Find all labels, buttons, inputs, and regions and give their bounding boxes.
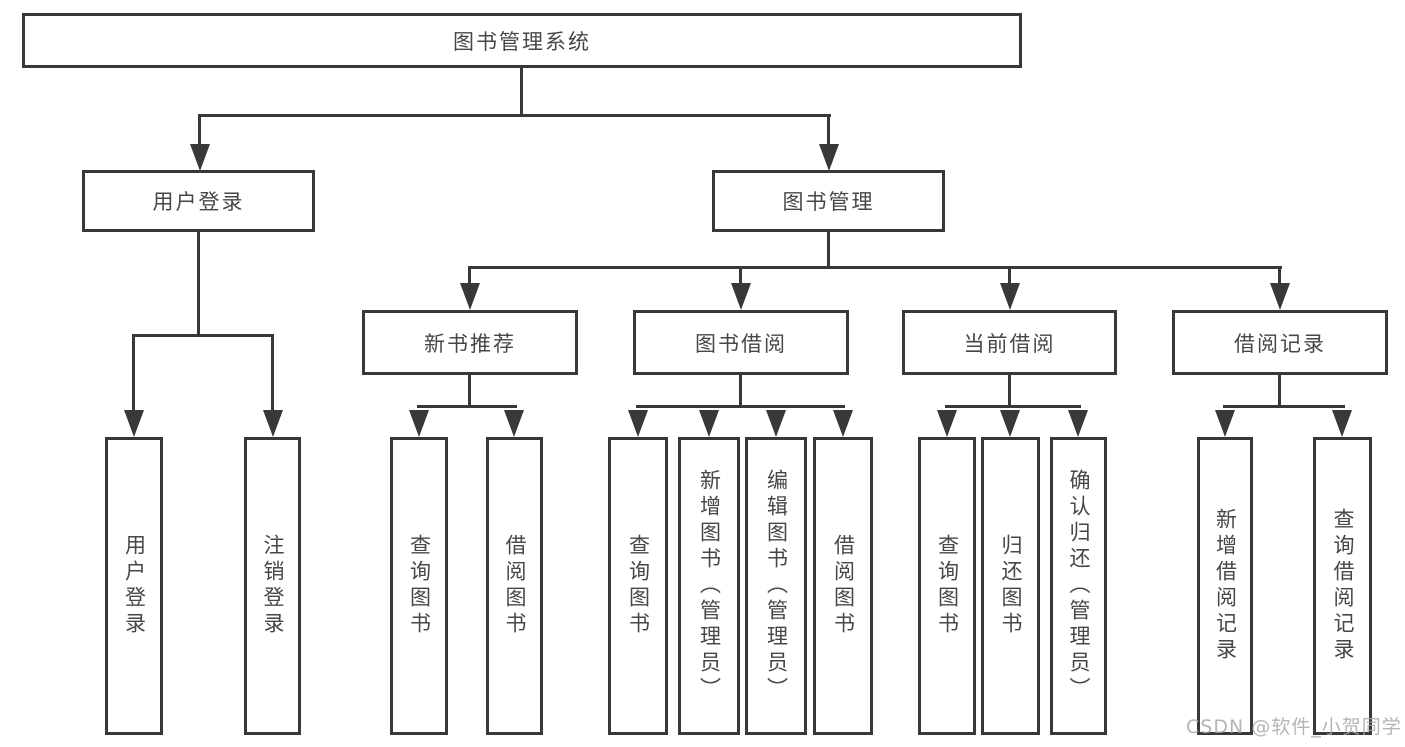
- leaf-label: 查询图书: [935, 534, 960, 638]
- connector-to-leaf-logout: [271, 334, 274, 412]
- leaf-user-login: 用户登录: [105, 437, 163, 735]
- leaf-label: 新增借阅记录: [1213, 508, 1238, 664]
- connector-borrowing-records-stem: [1278, 375, 1281, 408]
- leaf-label: 归还图书: [999, 534, 1023, 638]
- node-book-management: 图书管理: [712, 170, 945, 232]
- connector-to-borrowing-records: [1278, 266, 1281, 286]
- leaf-confirm-return-admin: 确认归还（管理员）: [1050, 437, 1107, 735]
- leaf-borrow-books-recommend: 借阅图书: [486, 437, 543, 735]
- connector-to-user-login: [198, 114, 201, 146]
- arrow-down-icon: [833, 410, 853, 437]
- connector-to-new-book: [468, 266, 471, 286]
- connector-current-borrowing-branch: [945, 405, 1081, 408]
- connector-book-management-branch: [468, 266, 1282, 269]
- connector-to-book-management: [827, 114, 830, 146]
- arrow-down-icon: [1000, 283, 1020, 310]
- connector-borrowing-records-branch: [1223, 405, 1345, 408]
- leaf-return-books: 归还图书: [981, 437, 1040, 735]
- leaf-search-borrow-record: 查询借阅记录: [1313, 437, 1372, 735]
- connector-book-borrowing-stem: [739, 375, 742, 408]
- connector-book-borrowing-branch: [636, 405, 845, 408]
- leaf-label: 借阅图书: [831, 534, 856, 638]
- connector-current-borrowing-stem: [1008, 375, 1011, 408]
- csdn-watermark: CSDN @软件_小贺同学: [1186, 716, 1402, 738]
- node-user-login: 用户登录: [82, 170, 315, 232]
- arrow-down-icon: [1270, 283, 1290, 310]
- connector-to-book-borrowing: [739, 266, 742, 286]
- connector-to-leaf-user-login: [132, 334, 135, 412]
- arrow-down-icon: [460, 283, 480, 310]
- node-borrowing-records: 借阅记录: [1172, 310, 1388, 375]
- leaf-label: 新增图书（管理员）: [697, 469, 722, 703]
- connector-book-management-stem: [827, 232, 830, 269]
- arrow-down-icon: [190, 144, 210, 171]
- connector-user-login-branch: [132, 334, 274, 337]
- leaf-label: 借阅图书: [503, 534, 527, 638]
- leaf-label: 确认归还（管理员）: [1067, 469, 1091, 703]
- leaf-edit-book-admin: 编辑图书（管理员）: [745, 437, 807, 735]
- leaf-add-book-admin: 新增图书（管理员）: [678, 437, 740, 735]
- leaf-logout: 注销登录: [244, 437, 301, 735]
- connector-to-current-borrowing: [1008, 266, 1011, 286]
- leaf-add-borrow-record: 新增借阅记录: [1197, 437, 1253, 735]
- leaf-label: 查询借阅记录: [1331, 508, 1355, 664]
- leaf-label: 用户登录: [122, 534, 147, 638]
- arrow-down-icon: [1000, 410, 1020, 437]
- connector-new-book-branch: [417, 405, 517, 408]
- arrow-down-icon: [1215, 410, 1235, 437]
- leaf-search-books-current: 查询图书: [918, 437, 976, 735]
- connector-new-book-stem: [468, 375, 471, 408]
- leaf-label: 查询图书: [407, 534, 432, 638]
- leaf-search-books-recommend: 查询图书: [390, 437, 448, 735]
- leaf-search-books-borrowing: 查询图书: [608, 437, 668, 735]
- leaf-borrow-books-borrowing: 借阅图书: [813, 437, 873, 735]
- leaf-label: 查询图书: [626, 534, 651, 638]
- arrow-down-icon: [731, 283, 751, 310]
- node-new-book-recommendation: 新书推荐: [362, 310, 578, 375]
- arrow-down-icon: [819, 144, 839, 171]
- arrow-down-icon: [263, 410, 283, 437]
- arrow-down-icon: [124, 410, 144, 437]
- arrow-down-icon: [699, 410, 719, 437]
- connector-root-branch: [198, 114, 831, 117]
- connector-root-stem: [520, 68, 523, 117]
- connector-user-login-stem: [197, 232, 200, 337]
- arrow-down-icon: [766, 410, 786, 437]
- arrow-down-icon: [1332, 410, 1352, 437]
- leaf-label: 注销登录: [261, 534, 285, 638]
- arrow-down-icon: [504, 410, 524, 437]
- arrow-down-icon: [628, 410, 648, 437]
- node-library-management-system: 图书管理系统: [22, 13, 1022, 68]
- arrow-down-icon: [937, 410, 957, 437]
- leaf-label: 编辑图书（管理员）: [764, 469, 789, 703]
- node-current-borrowing: 当前借阅: [902, 310, 1117, 375]
- node-book-borrowing: 图书借阅: [633, 310, 849, 375]
- arrow-down-icon: [1068, 410, 1088, 437]
- arrow-down-icon: [409, 410, 429, 437]
